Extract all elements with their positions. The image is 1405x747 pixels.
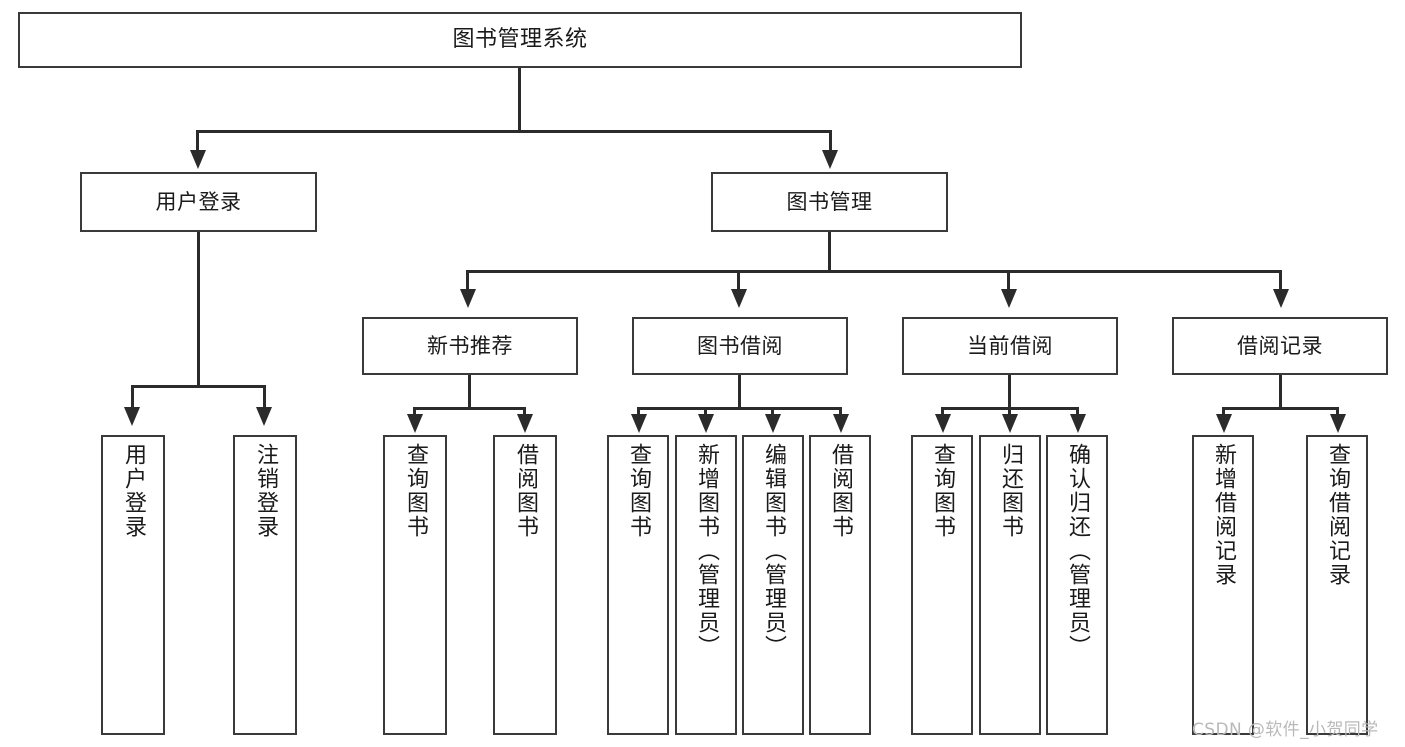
node-label: 借阅记录 [1237, 333, 1323, 358]
edge-newbook-stem [468, 375, 471, 409]
arrow-to-leaf-return-book [1002, 414, 1018, 433]
leaf-user-login[interactable]: 用户登录 [101, 435, 165, 735]
edge-root-stem [518, 68, 521, 131]
arrow-to-leaf-query-record [1330, 414, 1346, 433]
leaf-return-book[interactable]: 归还图书 [979, 435, 1041, 735]
leaf-edit-book-admin[interactable]: 编辑图书（管理员） [742, 435, 804, 735]
edge-borrow-drop-3 [771, 407, 774, 417]
leaf-query-book-current[interactable]: 查询图书 [911, 435, 973, 735]
node-new-book-recommend[interactable]: 新书推荐 [362, 317, 578, 375]
arrow-to-borrow-records [1273, 289, 1289, 308]
edge-level1-drop-right [829, 130, 832, 153]
edge-newbook-drop-1 [413, 407, 416, 417]
leaf-confirm-return-admin[interactable]: 确认归还（管理员） [1046, 435, 1108, 735]
node-root-system[interactable]: 图书管理系统 [18, 12, 1022, 68]
edge-borrow-bus [637, 407, 842, 410]
edge-current-drop-1 [941, 407, 944, 417]
edge-level1-bus [196, 130, 832, 133]
edge-newbook-drop-2 [523, 407, 526, 417]
edge-borrow-drop-2 [704, 407, 707, 417]
node-book-management[interactable]: 图书管理 [711, 172, 948, 232]
edge-records-bus [1222, 407, 1339, 410]
leaf-add-book-admin[interactable]: 新增图书（管理员） [675, 435, 737, 735]
leaf-logout[interactable]: 注销登录 [233, 435, 297, 735]
node-label: 新增图书（管理员） [694, 443, 719, 659]
edge-borrow-drop-1 [637, 407, 640, 417]
node-label: 查询图书 [930, 443, 955, 539]
node-label: 当前借阅 [967, 333, 1053, 358]
edge-user-login-drop-2 [263, 385, 266, 410]
node-label: 新书推荐 [427, 333, 513, 358]
csdn-watermark: CSDN @软件_小贺同学 [1192, 720, 1379, 740]
arrow-to-leaf-query-book-3 [935, 414, 951, 433]
edge-records-stem [1279, 375, 1282, 409]
leaf-query-book-borrow[interactable]: 查询图书 [607, 435, 669, 735]
node-label: 确认归还（管理员） [1065, 443, 1090, 659]
arrow-to-leaf-user-login [124, 407, 140, 426]
arrow-to-user-login [190, 150, 206, 169]
arrow-to-leaf-borrow-book-2 [833, 414, 849, 433]
node-borrow-records[interactable]: 借阅记录 [1172, 317, 1388, 375]
edge-user-login-stem [197, 232, 200, 386]
node-label: 图书借阅 [697, 333, 783, 358]
node-current-borrow[interactable]: 当前借阅 [902, 317, 1118, 375]
node-label: 借阅图书 [828, 443, 853, 539]
arrow-to-leaf-confirm-return [1070, 414, 1086, 433]
node-label: 查询图书 [403, 443, 428, 539]
edge-borrow-stem [738, 375, 741, 409]
arrow-to-book-manage [822, 150, 838, 169]
leaf-add-borrow-record[interactable]: 新增借阅记录 [1192, 435, 1254, 735]
node-label: 用户登录 [155, 189, 242, 214]
arrow-to-new-book-rec [460, 289, 476, 308]
edge-records-drop-1 [1222, 407, 1225, 417]
edge-level2-drop-1 [466, 270, 469, 292]
node-label: 用户登录 [121, 443, 146, 539]
edge-newbook-bus [413, 407, 526, 410]
node-label: 查询借阅记录 [1325, 443, 1350, 587]
edge-level2-drop-4 [1279, 270, 1282, 292]
leaf-borrow-book-borrow[interactable]: 借阅图书 [809, 435, 871, 735]
node-user-login[interactable]: 用户登录 [80, 172, 317, 232]
node-label: 借阅图书 [513, 443, 538, 539]
leaf-query-borrow-record[interactable]: 查询借阅记录 [1306, 435, 1368, 735]
node-label: 归还图书 [998, 443, 1023, 539]
edge-level2-bus [466, 270, 1282, 273]
node-label: 新增借阅记录 [1211, 443, 1236, 587]
arrow-to-current-borrow [1001, 289, 1017, 308]
edge-records-drop-2 [1336, 407, 1339, 417]
node-label: 注销登录 [253, 443, 278, 539]
node-label: 编辑图书（管理员） [761, 443, 786, 659]
arrow-to-leaf-edit-book [765, 414, 781, 433]
arrow-to-leaf-borrow-book-1 [517, 414, 533, 433]
arrow-to-book-borrow [731, 289, 747, 308]
edge-borrow-drop-4 [839, 407, 842, 417]
edge-current-drop-2 [1008, 407, 1011, 417]
edge-book-manage-stem [828, 232, 831, 272]
edge-user-login-drop-1 [131, 385, 134, 410]
edge-current-drop-3 [1076, 407, 1079, 417]
arrow-to-leaf-query-book-1 [407, 414, 423, 433]
edge-level2-drop-3 [1007, 270, 1010, 292]
edge-level1-drop-left [196, 130, 199, 153]
edge-level2-drop-2 [737, 270, 740, 292]
edge-user-login-bus [131, 385, 266, 388]
arrow-to-leaf-add-record [1216, 414, 1232, 433]
node-label: 图书管理 [786, 189, 873, 214]
edge-current-stem [1008, 375, 1011, 409]
node-label: 查询图书 [626, 443, 651, 539]
node-label: 图书管理系统 [452, 27, 588, 53]
leaf-borrow-book-newrec[interactable]: 借阅图书 [493, 435, 557, 735]
node-book-borrow[interactable]: 图书借阅 [632, 317, 848, 375]
arrow-to-leaf-logout [256, 407, 272, 426]
leaf-query-book-newrec[interactable]: 查询图书 [383, 435, 447, 735]
arrow-to-leaf-query-book-2 [631, 414, 647, 433]
arrow-to-leaf-add-book [698, 414, 714, 433]
